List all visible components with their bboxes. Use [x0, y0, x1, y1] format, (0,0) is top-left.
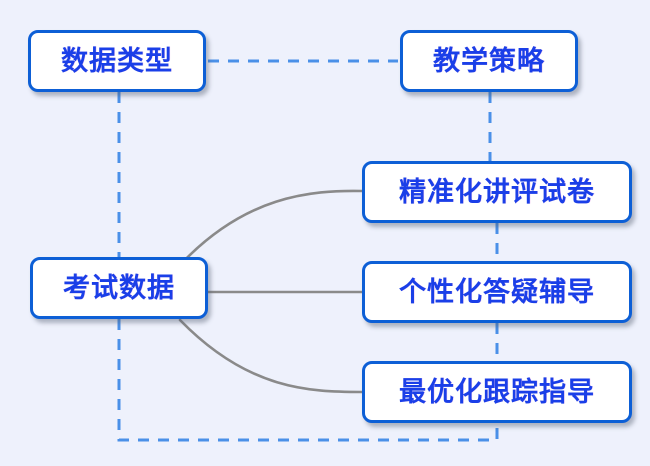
link-exam-data-to-optimal-tracking-curve — [178, 318, 364, 394]
link-exam-data-to-precise-review-curve — [178, 189, 364, 267]
node-exam-data[interactable]: 考试数据 — [30, 257, 208, 319]
node-precise-review[interactable]: 精准化讲评试卷 — [362, 161, 632, 223]
node-personalized-qa-label: 个性化答疑辅导 — [399, 276, 595, 308]
node-exam-data-label: 考试数据 — [63, 272, 175, 304]
node-precise-review-label: 精准化讲评试卷 — [399, 176, 595, 208]
node-personalized-qa[interactable]: 个性化答疑辅导 — [362, 261, 632, 323]
node-teaching-strategy-label: 教学策略 — [433, 45, 545, 77]
node-teaching-strategy[interactable]: 教学策略 — [400, 30, 578, 92]
node-optimal-tracking[interactable]: 最优化跟踪指导 — [362, 361, 632, 423]
node-data-type[interactable]: 数据类型 — [28, 30, 206, 92]
node-optimal-tracking-label: 最优化跟踪指导 — [399, 376, 595, 408]
node-data-type-label: 数据类型 — [61, 45, 173, 77]
